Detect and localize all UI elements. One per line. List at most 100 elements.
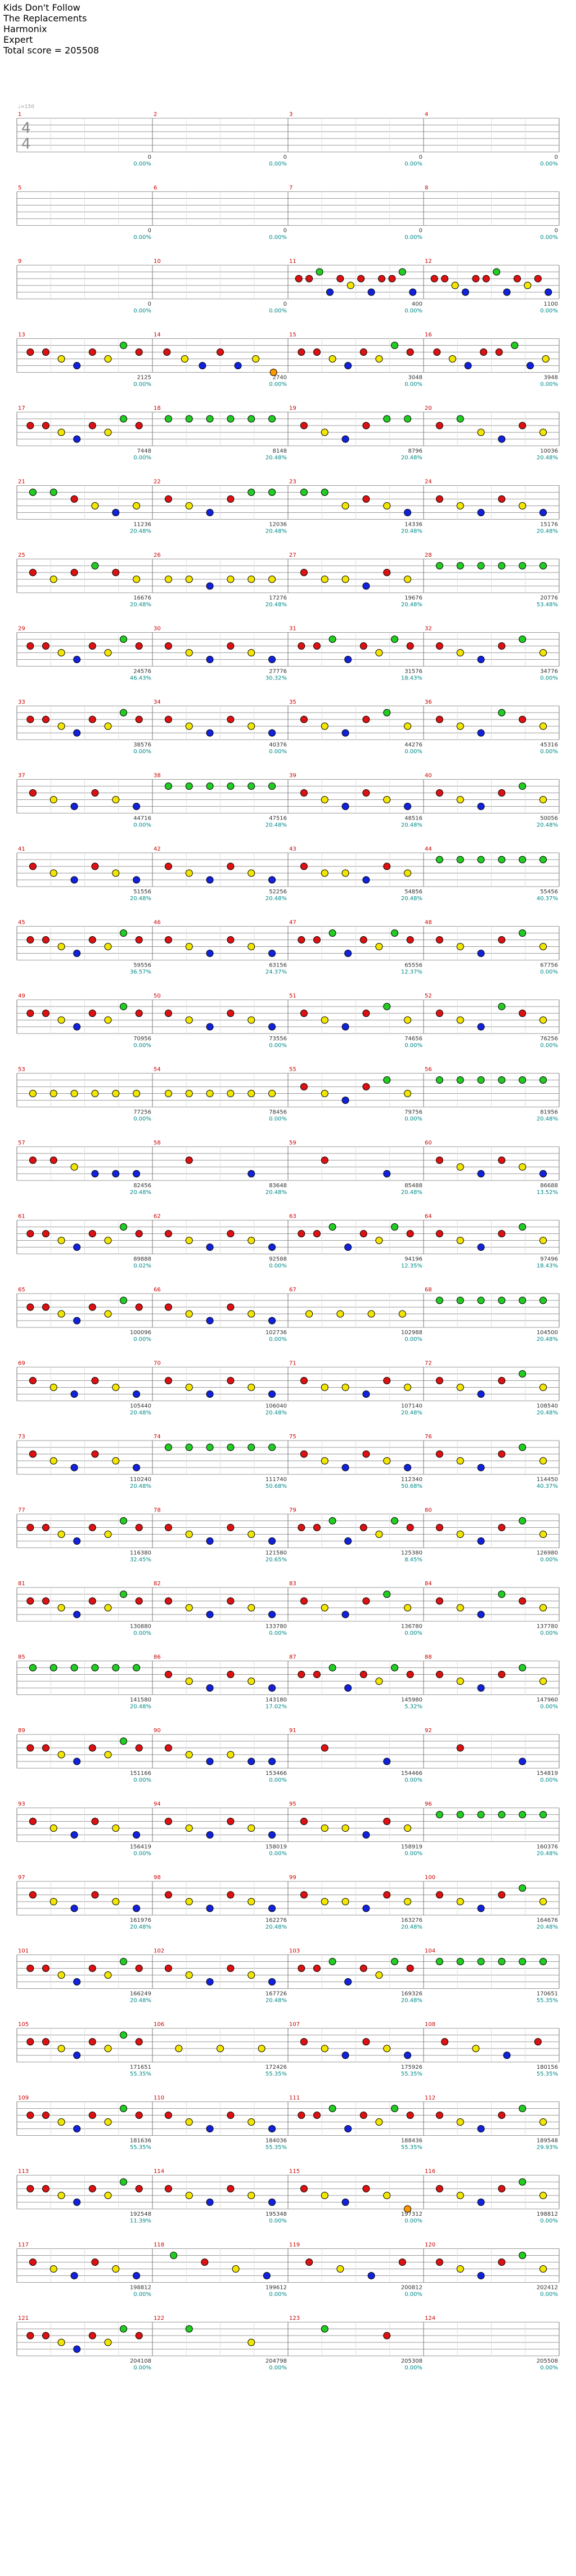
measure-score: 70956	[133, 1036, 151, 1042]
measure-score: 107140	[401, 1403, 422, 1410]
note-gem	[404, 509, 412, 516]
note-gem	[206, 509, 214, 516]
note-gem	[185, 722, 193, 730]
measure-number: 48	[425, 920, 432, 926]
note-gem	[456, 1076, 464, 1084]
note-gem	[73, 2345, 81, 2353]
note-gem	[341, 1097, 349, 1104]
measure-number: 42	[154, 846, 161, 852]
note-gem	[344, 950, 352, 957]
note-gem	[383, 1003, 391, 1010]
note-gem	[477, 509, 485, 516]
note-gem	[268, 1023, 276, 1031]
measure-score: 77256	[133, 1110, 151, 1116]
note-gem	[185, 1384, 193, 1391]
note-gem	[341, 435, 349, 443]
measure-number: 62	[154, 1214, 161, 1220]
note-gem	[326, 288, 334, 296]
note-gem	[185, 1443, 193, 1451]
note-gem	[91, 1377, 99, 1384]
note-gem	[300, 1009, 308, 1017]
note-gem	[321, 1384, 328, 1391]
measure-score: 130880	[130, 1624, 151, 1630]
note-gem	[26, 1230, 34, 1237]
measure-number: 110	[154, 2095, 164, 2101]
chart-author: Harmonix	[3, 24, 47, 34]
note-gem	[456, 2265, 464, 2273]
measure-score: 16676	[133, 595, 151, 601]
measure-percent: 20.48%	[537, 822, 558, 829]
note-gem	[201, 2259, 209, 2266]
note-gem	[133, 1390, 141, 1398]
note-gem	[227, 1443, 235, 1451]
note-gem	[227, 1377, 235, 1384]
note-gem	[539, 1898, 547, 1906]
note-gem	[456, 1016, 464, 1024]
note-gem	[133, 2272, 141, 2279]
note-gem	[248, 2192, 255, 2199]
measure-number: 108	[425, 2022, 435, 2028]
note-gem	[120, 709, 128, 717]
measure-score: 100096	[130, 1330, 151, 1336]
measure-score: 125380	[401, 1550, 422, 1557]
note-gem	[328, 1517, 336, 1524]
measure-percent: 20.48%	[130, 1410, 151, 1416]
measure-percent: 0.00%	[269, 308, 287, 314]
note-gem	[50, 1457, 57, 1465]
tempo-mark: ♩=150	[18, 104, 34, 110]
note-gem	[362, 582, 370, 590]
note-gem	[383, 569, 391, 576]
note-gem	[383, 709, 391, 717]
measure-score: 50056	[540, 816, 558, 822]
note-gem	[359, 1965, 367, 1972]
measure-number: 117	[18, 2242, 29, 2248]
note-gem	[456, 856, 464, 864]
note-gem	[456, 943, 464, 950]
note-gem	[91, 862, 99, 870]
measure-percent: 20.48%	[401, 1998, 422, 2004]
measure-percent: 0.00%	[540, 308, 558, 314]
note-gem	[498, 1590, 506, 1598]
note-gem	[104, 1310, 112, 1318]
note-gem	[346, 281, 354, 289]
note-gem	[248, 782, 255, 790]
song-header: Kids Don't Follow The Replacements Harmo…	[3, 2, 99, 56]
measure-percent: 18.43%	[537, 1263, 558, 1269]
note-gem	[321, 722, 328, 730]
measure-number: 45	[18, 920, 25, 926]
note-gem	[185, 1156, 193, 1164]
measure-percent: 20.48%	[130, 1189, 151, 1196]
note-gem	[344, 2125, 352, 2132]
note-gem	[519, 1884, 526, 1892]
measure-score: 110240	[130, 1477, 151, 1483]
note-gem	[477, 1537, 485, 1545]
note-gem	[88, 422, 96, 430]
measure-number: 76	[425, 1434, 432, 1440]
note-gem	[321, 1824, 328, 1832]
note-gem	[539, 796, 547, 803]
note-gem	[135, 642, 143, 650]
measure-percent: 0.00%	[404, 1630, 422, 1636]
measure-number: 26	[154, 552, 161, 558]
note-gem	[104, 1971, 112, 1979]
note-gem	[404, 1016, 412, 1024]
measure-percent: 20.48%	[401, 602, 422, 608]
note-gem	[519, 1296, 526, 1304]
note-gem	[227, 575, 235, 583]
note-gem	[104, 722, 112, 730]
note-gem	[104, 1531, 112, 1538]
measure-number: 106	[154, 2022, 164, 2028]
measure-score: 82456	[133, 1183, 151, 1189]
note-gem	[268, 489, 276, 496]
note-gem	[477, 803, 485, 810]
measure-number: 10	[154, 258, 161, 265]
measure-percent: 0.00%	[404, 1043, 422, 1049]
note-gem	[120, 2105, 128, 2112]
note-gem	[456, 415, 464, 423]
measure-percent: 20.48%	[266, 1998, 287, 2004]
measure-number: 12	[425, 258, 432, 265]
note-gem	[57, 649, 65, 656]
measure-score: 45316	[540, 742, 558, 748]
note-gem	[328, 2105, 336, 2112]
note-gem	[404, 1384, 412, 1391]
